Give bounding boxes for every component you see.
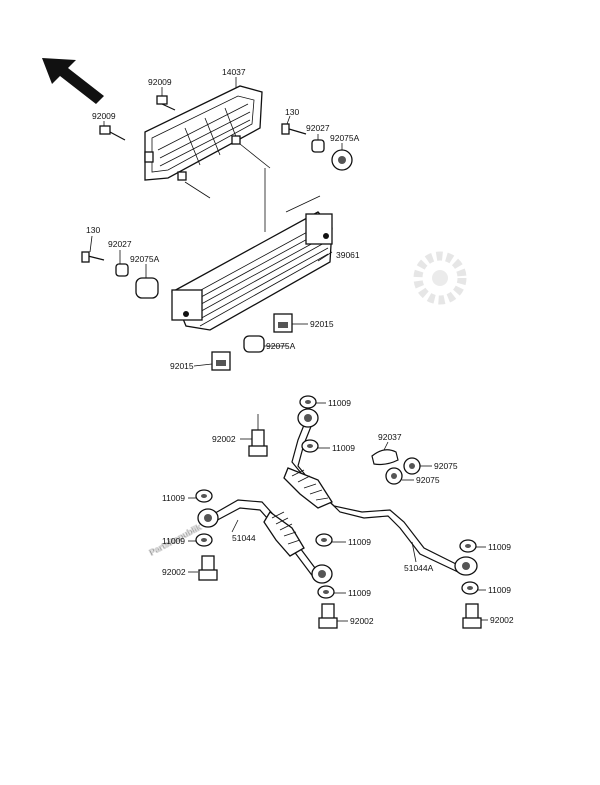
washer-11009-d[interactable]	[195, 533, 213, 547]
callout-labels: 14037 92009 92009 130 92027 92075A 130 9…	[86, 67, 514, 626]
collar-92027-left[interactable]	[115, 263, 129, 277]
oil-cooler-cover[interactable]	[144, 85, 263, 181]
label-11009-a: 11009	[328, 398, 351, 408]
washer-11009-f[interactable]	[459, 539, 477, 553]
label-51044: 51044	[232, 533, 256, 543]
washer-11009-c[interactable]	[195, 489, 213, 503]
label-92009-top: 92009	[148, 77, 172, 87]
grommet-92075A-right[interactable]	[331, 149, 353, 171]
bolt-92009-left[interactable]	[99, 125, 126, 141]
front-direction-arrow-icon	[42, 58, 104, 104]
label-11009-d: 11009	[162, 536, 185, 546]
grommet-92075A-center[interactable]	[243, 335, 265, 353]
label-39061: 39061	[336, 250, 360, 260]
washer-11009-a[interactable]	[299, 395, 317, 409]
leader-line	[184, 181, 211, 199]
label-92027-left: 92027	[108, 239, 132, 249]
label-92009-left: 92009	[92, 111, 116, 121]
bolt-130-left[interactable]	[81, 251, 105, 263]
grommet-92075-lower[interactable]	[385, 467, 403, 485]
clip-92015-right[interactable]	[273, 313, 293, 333]
washer-11009-e[interactable]	[315, 533, 333, 547]
label-92075-lower: 92075	[416, 475, 440, 485]
label-14037: 14037	[222, 67, 246, 77]
label-92015-left: 92015	[170, 361, 194, 371]
clip-92015-left[interactable]	[211, 351, 231, 371]
label-11009-c: 11009	[162, 493, 185, 503]
banjo-bolt-92002-c[interactable]	[318, 603, 338, 629]
bolt-130-right[interactable]	[281, 123, 307, 135]
bolt-92009-top[interactable]	[156, 95, 176, 111]
label-92002-d: 92002	[490, 615, 514, 625]
banjo-bolt-92002-a[interactable]	[248, 414, 268, 457]
label-92002-c: 92002	[350, 616, 374, 626]
oil-hose-51044A[interactable]	[283, 408, 478, 576]
leader-line	[239, 143, 271, 169]
label-11009-e: 11009	[348, 537, 371, 547]
collar-92027-right[interactable]	[311, 139, 325, 153]
grommet-92075-upper[interactable]	[403, 457, 421, 475]
banjo-bolt-92002-d[interactable]	[462, 603, 482, 629]
label-92002-b: 92002	[162, 567, 186, 577]
watermark-gear-icon	[413, 251, 467, 305]
washer-11009-h[interactable]	[317, 585, 335, 599]
clamp-92037[interactable]	[371, 449, 399, 466]
label-92002-a: 92002	[212, 434, 236, 444]
washer-11009-b[interactable]	[301, 439, 319, 453]
oil-cooler-core[interactable]	[171, 211, 333, 331]
label-11009-h: 11009	[348, 588, 371, 598]
label-92027-right: 92027	[306, 123, 330, 133]
grommet-92075A-left[interactable]	[135, 277, 159, 299]
label-51044A: 51044A	[404, 563, 434, 573]
label-130-right: 130	[285, 107, 299, 117]
label-92037: 92037	[378, 432, 402, 442]
label-92075-upper: 92075	[434, 461, 458, 471]
callout-leaders	[89, 77, 488, 622]
oil-hose-51044[interactable]	[197, 499, 333, 584]
washer-11009-g[interactable]	[461, 581, 479, 595]
leader-line	[285, 195, 321, 213]
label-11009-f: 11009	[488, 542, 511, 552]
label-130-left: 130	[86, 225, 100, 235]
label-92075A-left: 92075A	[130, 254, 160, 264]
banjo-bolt-92002-b[interactable]	[198, 555, 218, 581]
label-11009-b: 11009	[332, 443, 355, 453]
hose-51044-sleeve	[263, 511, 305, 557]
label-92075A-right: 92075A	[330, 133, 360, 143]
label-92075A-center: 92075A	[266, 341, 296, 351]
label-11009-g: 11009	[488, 585, 511, 595]
label-92015-right: 92015	[310, 319, 334, 329]
hose-51044A-sleeve	[283, 467, 333, 509]
